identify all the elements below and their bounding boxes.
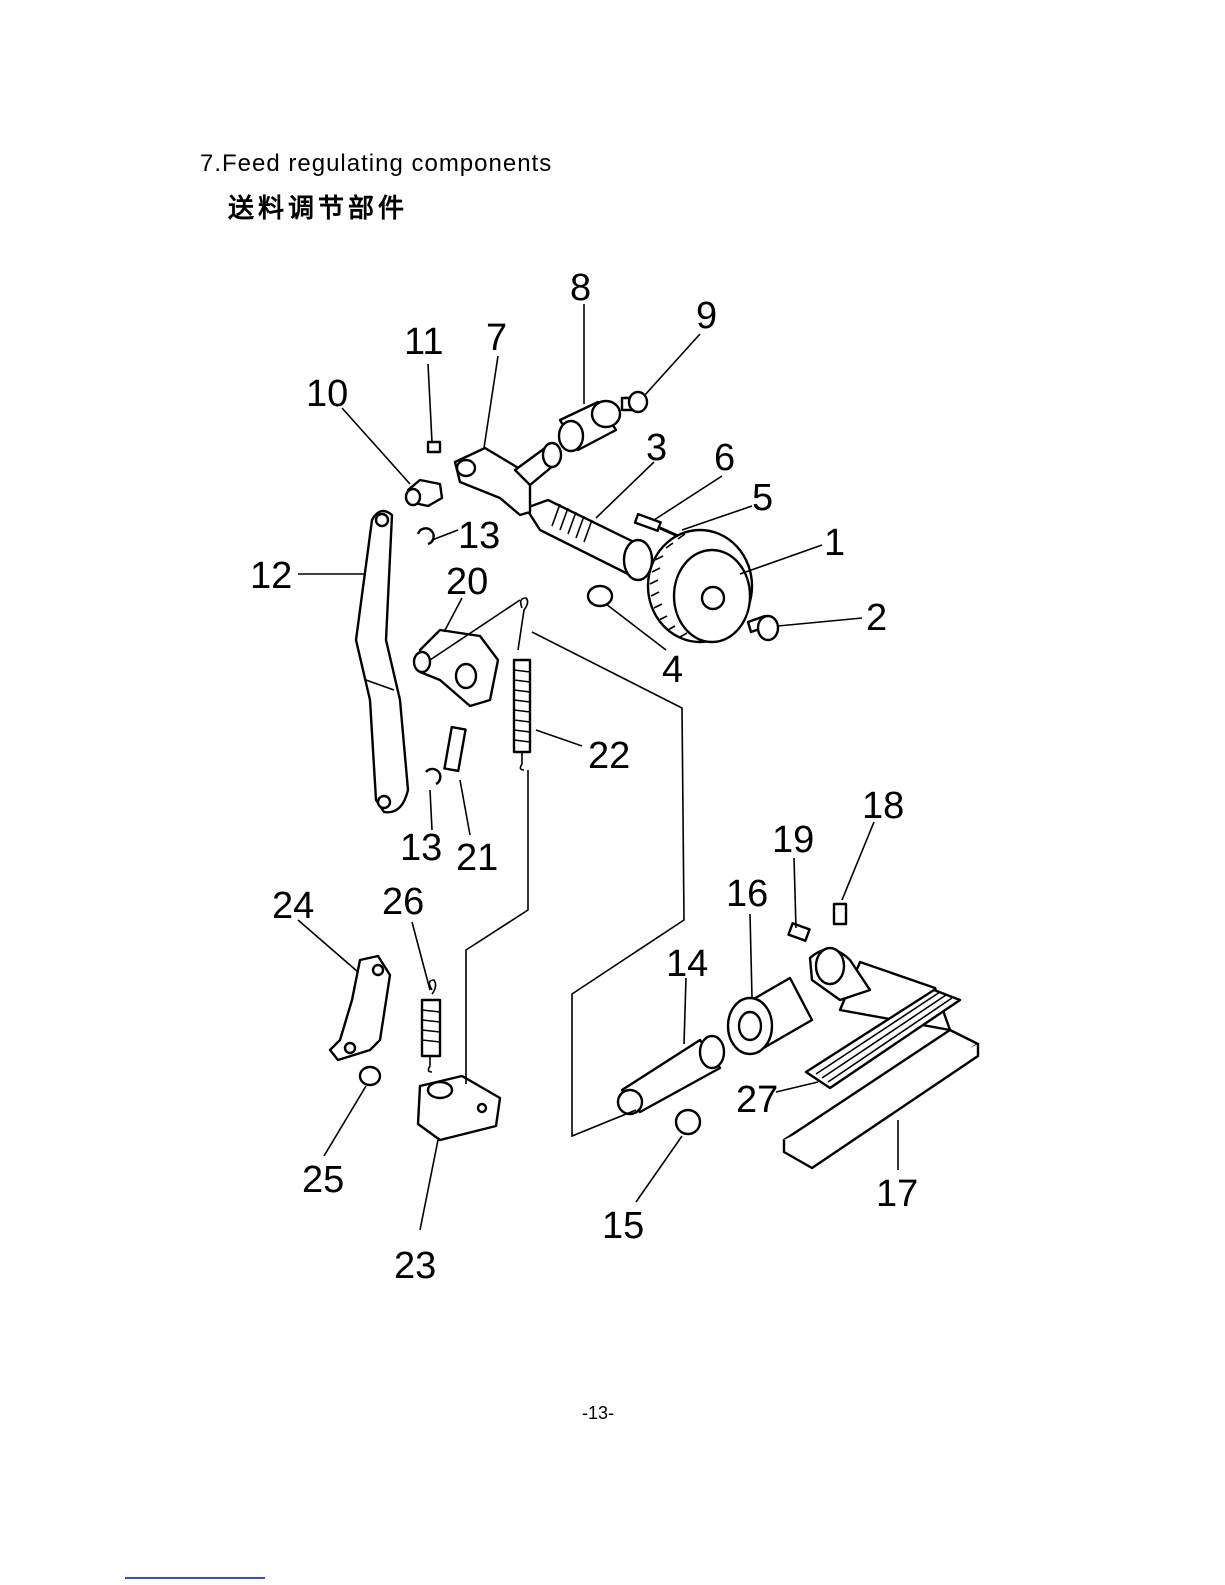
callout-7: 7 xyxy=(486,317,507,359)
callout-4: 4 xyxy=(662,649,683,691)
part-4-ring xyxy=(588,586,612,606)
part-26-spring xyxy=(422,980,440,1072)
part-24-bracket xyxy=(330,956,390,1060)
callout-13-upper: 13 xyxy=(458,515,500,557)
callout-6: 6 xyxy=(714,437,735,479)
bottom-link-underline xyxy=(125,1577,265,1579)
callout-24: 24 xyxy=(272,885,314,927)
part-20-crank xyxy=(414,600,520,706)
callout-1: 1 xyxy=(824,522,845,564)
callout-11: 11 xyxy=(404,321,443,363)
part-8-bushing xyxy=(559,401,620,451)
callout-22: 22 xyxy=(588,735,630,777)
part-17-pedal xyxy=(784,948,978,1168)
callout-13-lower: 13 xyxy=(400,827,442,869)
part-12-link-arm xyxy=(356,511,408,812)
part-5-pin xyxy=(660,528,678,536)
callout-25: 25 xyxy=(302,1159,344,1201)
part-11-screw xyxy=(428,442,440,452)
part-18-set-screw xyxy=(834,904,846,924)
callout-19: 19 xyxy=(772,819,814,861)
part-19-set-screw xyxy=(788,923,809,940)
part-13-e-ring-upper xyxy=(418,528,434,544)
callout-3: 3 xyxy=(646,427,667,469)
part-16-bushing xyxy=(728,978,812,1054)
part-6-set-screw xyxy=(635,514,661,531)
callout-12: 12 xyxy=(250,555,292,597)
callout-17: 17 xyxy=(876,1173,918,1215)
page-number: -13- xyxy=(582,1403,614,1424)
part-23-link-plate xyxy=(418,1076,500,1140)
callout-18: 18 xyxy=(862,785,904,827)
part-13-e-ring-lower xyxy=(426,769,440,784)
callout-10: 10 xyxy=(306,373,348,415)
part-2-screw xyxy=(748,616,778,640)
callout-21: 21 xyxy=(456,837,498,879)
callout-23: 23 xyxy=(394,1245,436,1287)
part-21-screw xyxy=(444,727,465,771)
callout-26: 26 xyxy=(382,881,424,923)
part-15-ring xyxy=(676,1110,700,1134)
callout-20: 20 xyxy=(446,561,488,603)
callout-2: 2 xyxy=(866,597,887,639)
assembly-connection-lines xyxy=(466,632,684,1136)
callout-5: 5 xyxy=(752,477,773,519)
callout-9: 9 xyxy=(696,295,717,337)
callout-15: 15 xyxy=(602,1205,644,1247)
callout-8: 8 xyxy=(570,267,591,309)
part-25-screw xyxy=(360,1067,380,1085)
part-9-screw xyxy=(622,392,647,412)
part-3-regulator-shaft xyxy=(526,500,652,580)
callout-16: 16 xyxy=(726,873,768,915)
part-22-spring xyxy=(514,598,530,770)
part-1-feed-dial xyxy=(648,530,752,642)
part-10-nut xyxy=(406,480,442,506)
part-14-pedal-shaft xyxy=(618,1036,724,1114)
callout-14: 14 xyxy=(666,943,708,985)
callout-27: 27 xyxy=(736,1079,778,1121)
